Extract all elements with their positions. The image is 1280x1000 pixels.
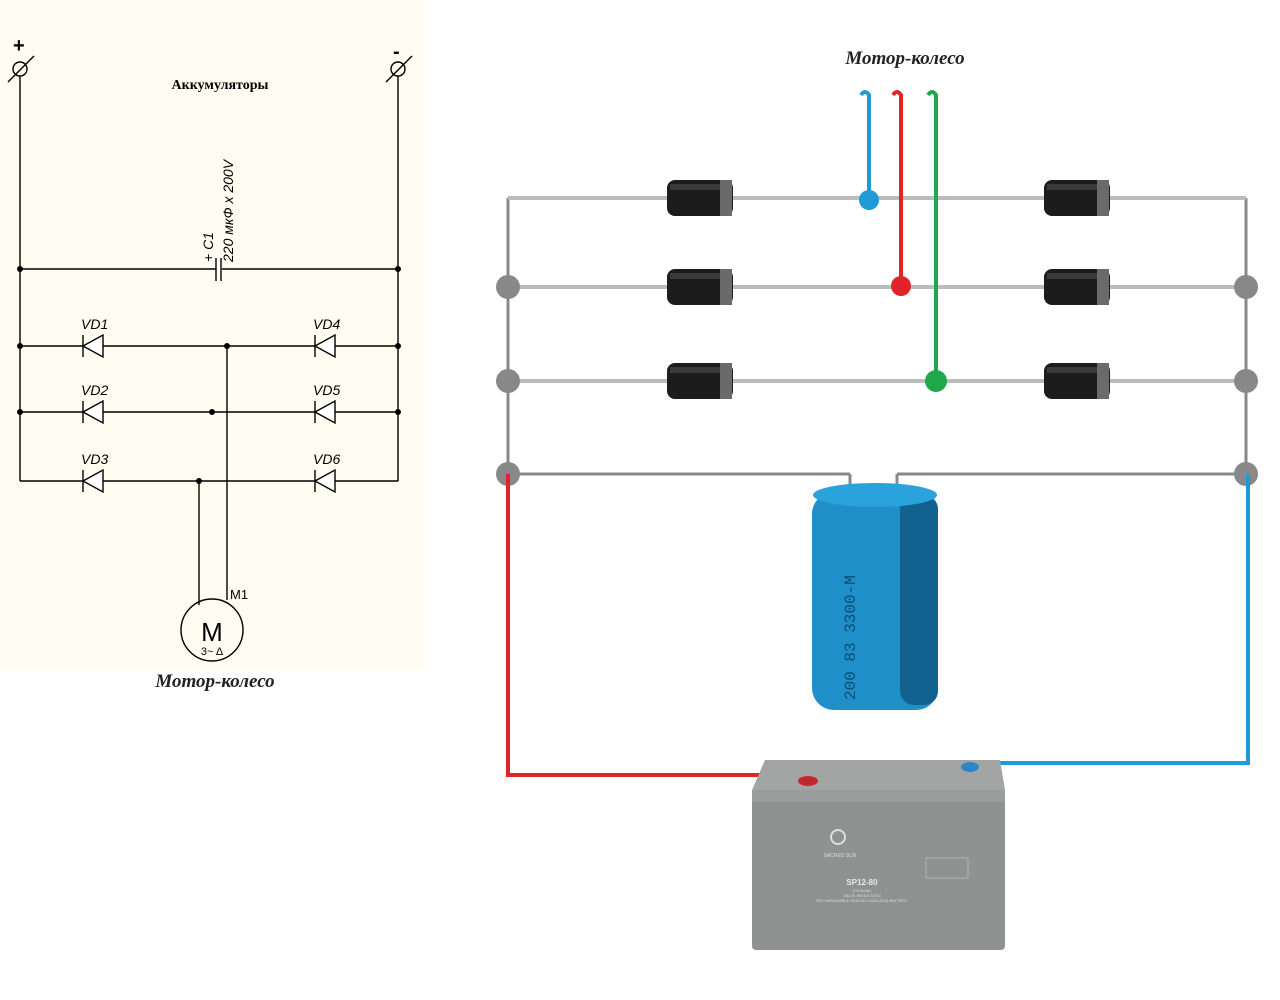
motor-ref: M1 (230, 587, 248, 602)
diode-vd4: VD4 (313, 316, 340, 359)
batteries-label: Аккумуляторы (172, 78, 269, 93)
red-phase-wire (891, 90, 903, 286)
gray-junction-node (496, 275, 520, 299)
minus-terminal-label: - (393, 41, 400, 63)
rectifier-diode (667, 180, 733, 216)
green-phase-node (925, 370, 947, 392)
battery-spec-label (925, 857, 969, 879)
battery-rating: (12V80Ah) (852, 888, 872, 893)
diode-vd5: VD5 (313, 382, 340, 425)
diode-label: VD1 (81, 316, 108, 332)
battery-type-2: RECHARGEABLE SEALED LEAD-ACID BATTERY (816, 898, 908, 903)
schematic-background (0, 0, 425, 670)
battery-model: SP12-80 (846, 878, 878, 887)
blue-phase-wire (859, 90, 871, 200)
negative-terminal (961, 762, 979, 772)
diode-label: VD3 (81, 451, 108, 467)
diode-label: VD2 (81, 382, 108, 398)
circuit-schematic: + - Аккумуляторы + C1 220 мкФ х 200V VD1… (7, 35, 413, 692)
diode-label: VD4 (313, 316, 340, 332)
diode-vd1: VD1 (81, 316, 108, 359)
motor-caption: Мотор-колесо (154, 671, 274, 692)
capacitor-ref: + C1 (200, 232, 216, 262)
diode-label: VD6 (313, 451, 340, 467)
motor-letter: M (201, 617, 223, 647)
battery: SACRED SUN SP12-80 (12V80Ah) VALVE REGUL… (752, 760, 1005, 950)
rectifier-diode (1044, 180, 1110, 216)
capacitor-print: 200 83 3300-M (842, 575, 860, 700)
motor-type: 3~ Δ (201, 646, 224, 658)
blue-phase-node (859, 190, 879, 210)
positive-terminal (798, 776, 818, 786)
battery-type-1: VALVE REGULATED (843, 893, 881, 898)
rectifier-diode (1044, 269, 1110, 305)
rectifier-diode (1044, 363, 1110, 399)
diode-vd2: VD2 (81, 382, 108, 425)
wiring-title: Мотор-колесо (844, 48, 964, 69)
rectifier-diode (667, 269, 733, 305)
gray-junction-node (496, 369, 520, 393)
electrolytic-capacitor: 200 83 3300-M (812, 483, 938, 710)
green-phase-wire (926, 90, 938, 381)
brand-logo (830, 829, 846, 845)
plus-terminal-label: + (13, 35, 25, 57)
red-phase-node (891, 276, 911, 296)
red-battery-wire (506, 474, 808, 777)
minus-terminal-slash (385, 55, 413, 83)
rectifier-diode (667, 363, 733, 399)
motor-symbol (180, 598, 244, 662)
gray-junction-node (1234, 369, 1258, 393)
diode-vd6: VD6 (313, 451, 340, 494)
diode-label: VD5 (313, 382, 340, 398)
gray-junction-node (1234, 275, 1258, 299)
blue-battery-wire (970, 474, 1250, 765)
wiring-illustration: Мотор-колесо 200 83 3300-M (496, 48, 1258, 950)
battery-brand: SACRED SUN (824, 853, 857, 859)
plus-terminal-slash (7, 55, 35, 83)
diode-vd3: VD3 (81, 451, 108, 494)
capacitor-value: 220 мкФ х 200V (220, 158, 236, 263)
